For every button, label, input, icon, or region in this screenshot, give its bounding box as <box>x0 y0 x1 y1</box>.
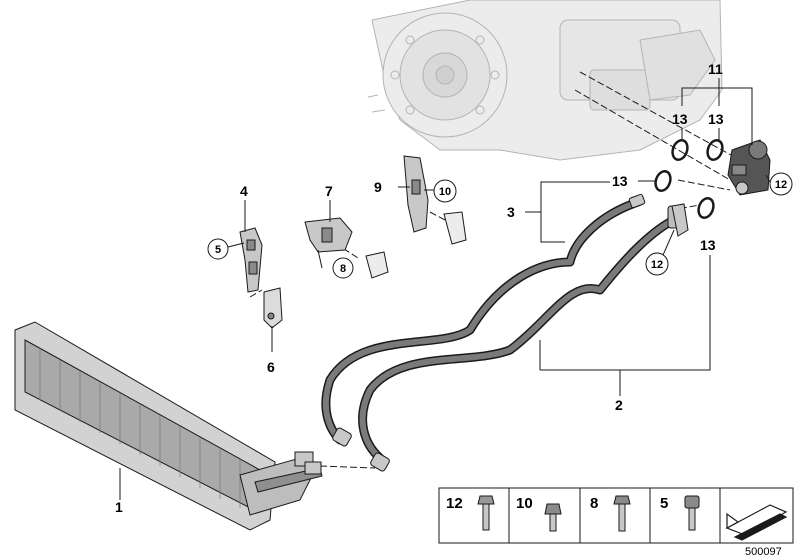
circle-callout-12-b <box>645 252 669 276</box>
circled-callouts <box>207 172 793 279</box>
legend-cell-8: 8 <box>590 495 631 532</box>
legend-label-12: 12 <box>446 495 463 512</box>
callout-11: 11 <box>708 61 723 77</box>
callout-3: 3 <box>507 204 515 220</box>
callout-13-c: 13 <box>612 173 628 189</box>
clip-8 <box>365 251 389 279</box>
callout-7: 7 <box>325 183 333 199</box>
bracket-12 <box>671 203 689 237</box>
callouts: 1 2 3 4 6 7 9 11 13 13 13 13 <box>115 61 724 515</box>
callout-13-b: 13 <box>708 111 724 127</box>
legend-label-5: 5 <box>660 495 668 512</box>
legend-cell-12: 12 <box>446 495 495 531</box>
legend-label-10: 10 <box>516 495 533 512</box>
thermostat-valve <box>727 139 771 196</box>
clip-10 <box>443 211 467 245</box>
callout-6: 6 <box>267 359 275 375</box>
flange-bolt-icon <box>477 495 495 531</box>
reference-code: 500097 <box>745 546 782 558</box>
circle-callout-5 <box>207 238 229 260</box>
bracket-4 <box>239 227 263 293</box>
circle-callout-10-text: 10 <box>439 186 451 198</box>
legend-cell-5: 5 <box>660 495 700 531</box>
callout-9: 9 <box>374 179 382 195</box>
circled-callout-text: 5 8 10 12 12 <box>215 179 787 275</box>
o-rings <box>654 139 724 219</box>
fastener-legend: 12 10 8 5 <box>438 487 794 544</box>
callout-13-d: 13 <box>700 237 716 253</box>
callout-4: 4 <box>240 183 248 199</box>
circle-callout-5-text: 5 <box>215 244 221 256</box>
circle-callout-10 <box>433 179 457 203</box>
callout-1: 1 <box>115 499 123 515</box>
oil-cooler-lines <box>321 197 683 463</box>
legend-cell-10: 10 <box>516 495 562 532</box>
circle-callout-12-b-text: 12 <box>651 259 663 271</box>
direction-arrow-icon <box>725 504 788 541</box>
circle-callout-8-text: 8 <box>340 263 346 275</box>
circle-callout-8 <box>332 257 354 279</box>
clip-6 <box>263 287 283 329</box>
circle-callout-12-a-text: 12 <box>775 179 787 191</box>
screw-icon <box>613 495 631 532</box>
torx-bolt-icon <box>684 495 700 531</box>
transmission-ghost <box>367 0 723 161</box>
legend-label-8: 8 <box>590 495 598 512</box>
hose-fittings <box>332 193 683 472</box>
circle-callout-12-a <box>769 172 793 196</box>
bracket-7 <box>304 217 353 253</box>
oil-cooler <box>14 321 323 531</box>
callout-13-a: 13 <box>672 111 688 127</box>
hex-bolt-icon <box>544 503 562 532</box>
callout-2: 2 <box>615 397 623 413</box>
leader-lines <box>119 78 771 500</box>
bracket-9 <box>403 155 429 233</box>
